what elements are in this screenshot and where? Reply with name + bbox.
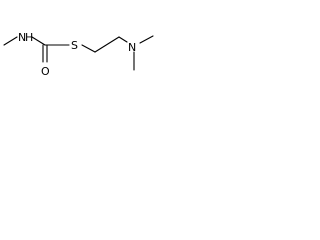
carbonyl-oxygen-label: O [41,65,50,78]
bond-n-methyl-up [139,35,154,44]
bond-ch2-ch2 [94,36,120,53]
chemical-structure-diagram: N H O S N [3,31,154,78]
bond-n-carbon [31,36,46,46]
sulfur-label: S [71,39,78,52]
bond-methyl-n [3,36,18,46]
bond-ch2-n [118,36,128,43]
amide-hydrogen-label: H [25,31,33,44]
amide-nitrogen-label: N [18,31,26,44]
bond-s-ch2 [81,44,96,53]
amine-nitrogen-label: N [128,41,136,54]
